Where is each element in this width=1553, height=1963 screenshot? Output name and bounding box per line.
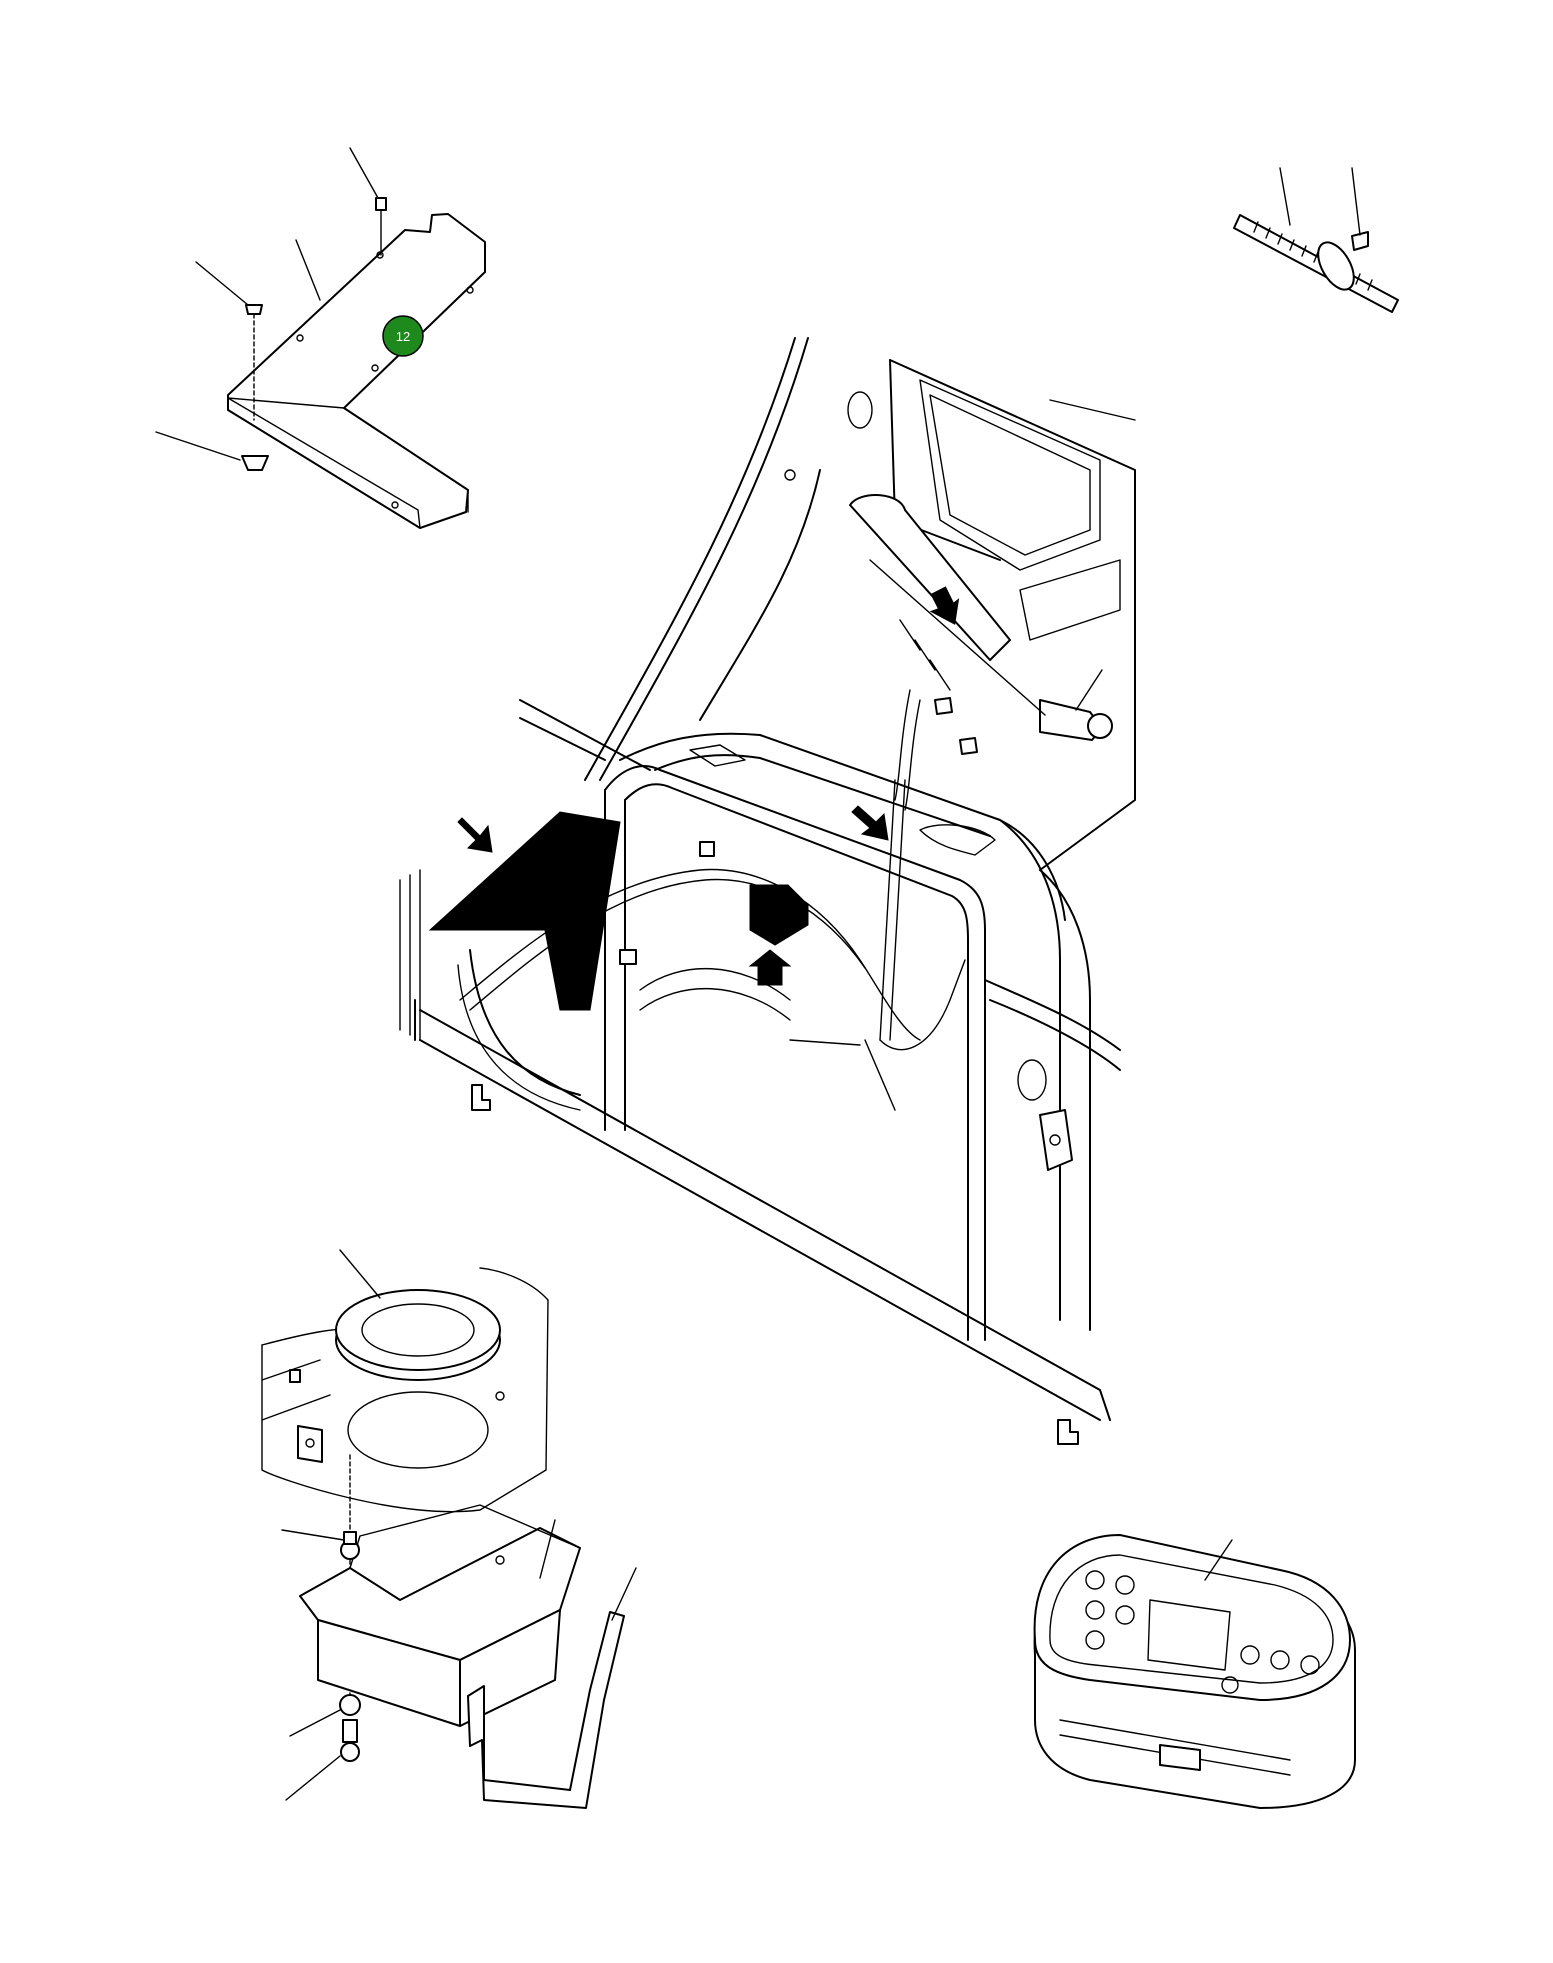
wiring-harness [459, 669, 1103, 1111]
indicator-arrows [457, 586, 960, 986]
relay-module [428, 811, 809, 1011]
cover-plate-assembly [155, 147, 486, 529]
callout-badge: 12 [382, 315, 424, 357]
keypad-display-unit [1033, 1534, 1356, 1809]
grommet-tray-assembly [261, 1249, 637, 1809]
cable-tie-assembly [1233, 167, 1399, 313]
callout-label: 12 [396, 329, 410, 344]
cab-frame [399, 337, 1136, 1445]
